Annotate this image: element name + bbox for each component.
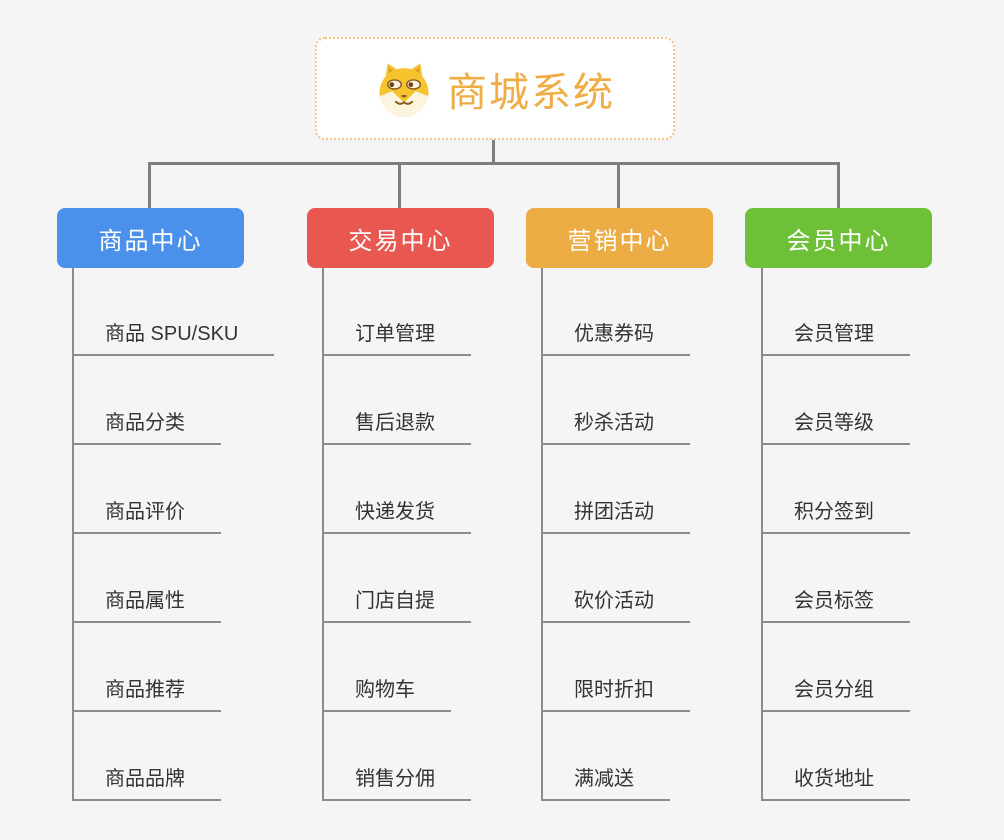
leaf-node[interactable]: 购物车 bbox=[322, 677, 451, 712]
branch-node-product-center[interactable]: 商品中心 bbox=[57, 208, 244, 268]
leaf-node[interactable]: 收货地址 bbox=[761, 766, 910, 801]
root-node-label: 商城系统 bbox=[447, 70, 615, 115]
leaf-node[interactable]: 砍价活动 bbox=[541, 588, 690, 623]
leaf-node[interactable]: 门店自提 bbox=[322, 588, 471, 623]
leaf-node[interactable]: 会员分组 bbox=[761, 677, 910, 712]
leaf-node[interactable]: 商品属性 bbox=[72, 588, 221, 623]
connector-line bbox=[148, 162, 151, 209]
branch-node-member-center[interactable]: 会员中心 bbox=[745, 208, 932, 268]
leaf-node[interactable]: 限时折扣 bbox=[541, 677, 690, 712]
connector-line bbox=[617, 162, 620, 209]
branch-node-marketing-center[interactable]: 营销中心 bbox=[526, 208, 713, 268]
connector-line bbox=[148, 162, 840, 165]
leaf-node[interactable]: 会员管理 bbox=[761, 321, 910, 356]
branch-trunk-line bbox=[761, 268, 763, 801]
leaf-node[interactable]: 销售分佣 bbox=[322, 766, 471, 801]
connector-line bbox=[492, 140, 495, 164]
leaf-node[interactable]: 商品分类 bbox=[72, 410, 221, 445]
leaf-node[interactable]: 商品品牌 bbox=[72, 766, 221, 801]
leaf-node[interactable]: 会员标签 bbox=[761, 588, 910, 623]
connector-line bbox=[837, 162, 840, 209]
leaf-node[interactable]: 售后退款 bbox=[322, 410, 471, 445]
leaf-node[interactable]: 商品 SPU/SKU bbox=[72, 321, 275, 356]
leaf-node[interactable]: 拼团活动 bbox=[541, 499, 690, 534]
leaf-node[interactable]: 商品推荐 bbox=[72, 677, 221, 712]
branch-trunk-line bbox=[72, 268, 74, 801]
leaf-node[interactable]: 优惠券码 bbox=[541, 321, 690, 356]
leaf-node[interactable]: 商品评价 bbox=[72, 499, 221, 534]
leaf-node[interactable]: 秒杀活动 bbox=[541, 410, 690, 445]
leaf-node[interactable]: 会员等级 bbox=[761, 410, 910, 445]
leaf-node[interactable]: 满减送 bbox=[541, 766, 670, 801]
leaf-node[interactable]: 快递发货 bbox=[322, 499, 471, 534]
leaf-node[interactable]: 积分签到 bbox=[761, 499, 910, 534]
branch-trunk-line bbox=[541, 268, 543, 801]
doge-face-icon bbox=[379, 63, 429, 117]
connector-line bbox=[398, 162, 401, 209]
root-node[interactable]: 商城系统 bbox=[315, 37, 675, 140]
branch-node-trade-center[interactable]: 交易中心 bbox=[307, 208, 494, 268]
branch-trunk-line bbox=[322, 268, 324, 801]
leaf-node[interactable]: 订单管理 bbox=[322, 321, 471, 356]
